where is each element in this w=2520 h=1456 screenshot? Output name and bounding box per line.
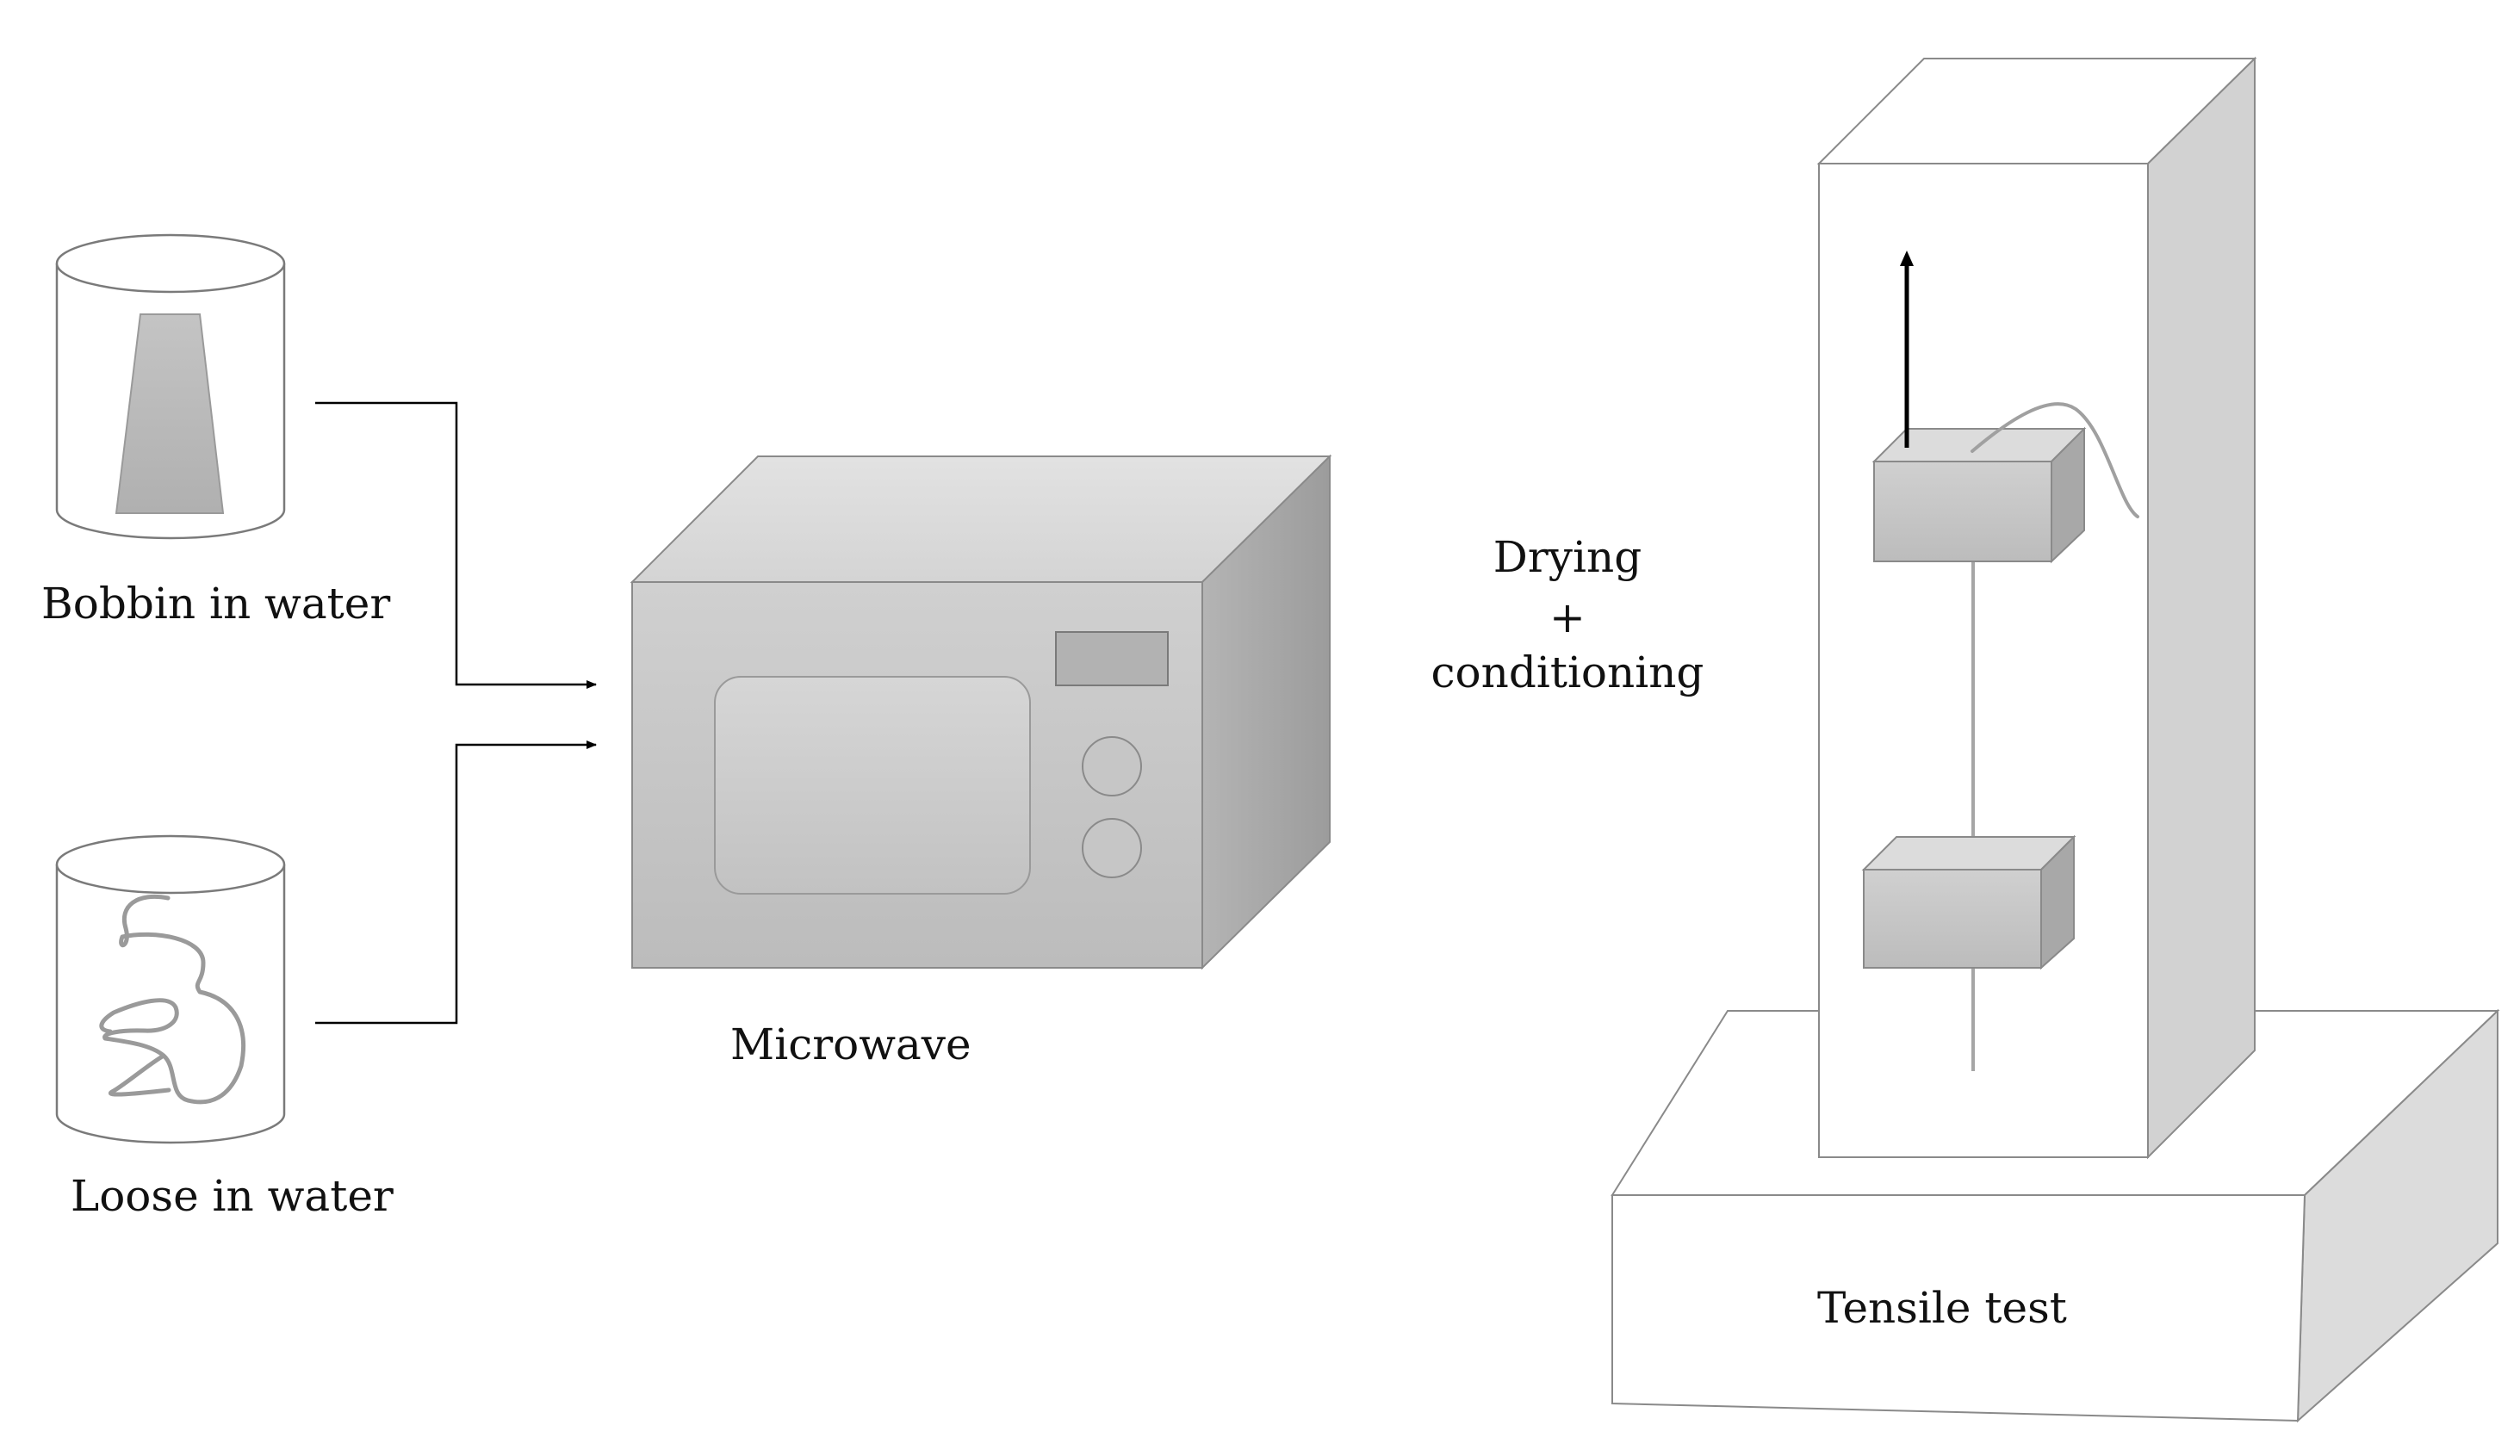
- bobbin-to-microwave-arrow: [315, 401, 597, 689]
- conditioning-text: conditioning: [1431, 647, 1704, 697]
- microwave-display: [1055, 631, 1169, 686]
- plus-sign: +: [1549, 592, 1586, 642]
- drying-text: Drying: [1493, 532, 1642, 582]
- drying-conditioning-label: Drying + conditioning: [1412, 536, 1722, 694]
- microwave-label: Microwave: [730, 1019, 971, 1069]
- loose-to-microwave-arrow: [315, 740, 597, 1025]
- bobbin-icon: [115, 313, 225, 514]
- bobbin-label: Bobbin in water: [41, 579, 391, 629]
- microwave-icon: [630, 454, 1332, 970]
- upper-clamp: [1873, 461, 2052, 562]
- tensile-test-label: Tensile test: [1817, 1283, 2067, 1333]
- microwave-window: [714, 676, 1031, 895]
- tensile-tester-icon: [1611, 56, 2500, 1423]
- bobbin-beaker: [55, 233, 286, 540]
- lower-clamp: [1863, 869, 2042, 969]
- loose-label: Loose in water: [71, 1171, 394, 1221]
- microwave-knob-bottom: [1082, 818, 1142, 878]
- microwave-knob-top: [1082, 736, 1142, 796]
- loose-fiber-beaker: [55, 834, 286, 1144]
- loose-fiber-icon: [99, 894, 246, 1105]
